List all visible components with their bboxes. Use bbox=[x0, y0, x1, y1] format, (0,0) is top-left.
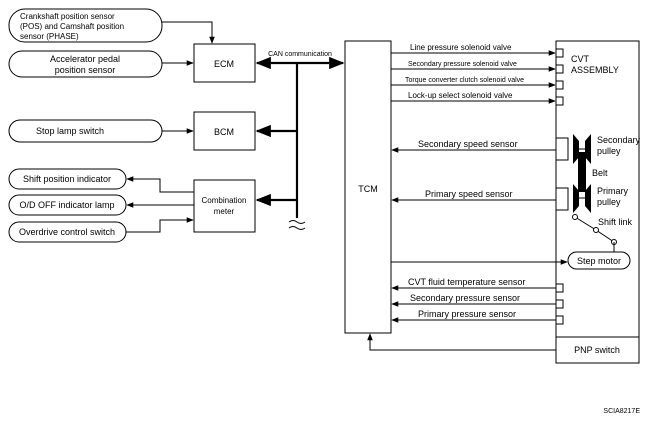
combination-meter-label-1: Combination bbox=[202, 196, 247, 205]
ecm-box bbox=[193, 43, 256, 83]
primary-pulley-icon bbox=[573, 184, 591, 213]
primary-pulley-label-1: Primary bbox=[597, 186, 628, 196]
sensor-connector bbox=[555, 283, 564, 293]
solenoid-connector bbox=[555, 64, 564, 74]
belt-icon bbox=[578, 152, 586, 192]
shift-position-indicator-box bbox=[8, 168, 127, 190]
can-communication-label: CAN communication bbox=[268, 51, 332, 58]
combination-meter-label-2: meter bbox=[214, 207, 235, 216]
primary-speed-sensor bbox=[555, 187, 569, 211]
secondary-speed-sensor-label: Secondary speed sensor bbox=[418, 139, 518, 149]
solenoid-connector bbox=[555, 80, 564, 90]
accel-pedal-sensor-label-1: Accelerator pedal bbox=[50, 54, 120, 64]
secondary-pulley-label-2: pulley bbox=[597, 146, 621, 156]
primary-pulley-label-2: pulley bbox=[597, 197, 621, 207]
solenoid-connector bbox=[555, 96, 564, 106]
secondary-speed-sensor bbox=[555, 137, 569, 161]
cvt-assembly-label-1: CVT bbox=[571, 54, 590, 64]
crank-cam-sensor-box bbox=[8, 8, 163, 43]
step-motor-box bbox=[567, 251, 631, 270]
shift-link-icon bbox=[572, 214, 617, 252]
crank-cam-sensor-label-3: sensor (PHASE) bbox=[20, 32, 79, 41]
secondary-pressure-sensor-label: Secondary pressure sensor bbox=[410, 293, 520, 303]
secondary-pressure-solenoid-label: Secondary pressure solenoid valve bbox=[408, 61, 517, 68]
cvt-assembly-box bbox=[555, 40, 640, 364]
sensor-connector bbox=[555, 315, 564, 325]
bcm-box bbox=[193, 111, 256, 151]
secondary-pulley-label-1: Secondary bbox=[597, 135, 641, 145]
solenoid-connector bbox=[555, 48, 564, 58]
primary-speed-sensor-label: Primary speed sensor bbox=[425, 189, 513, 199]
bcm-label: BCM bbox=[214, 127, 234, 137]
tcm-label: TCM bbox=[358, 184, 378, 194]
combination-meter-box bbox=[193, 179, 256, 233]
crank-cam-sensor-label-1: Crankshaft position sensor bbox=[20, 12, 115, 21]
lockup-select-solenoid-label: Lock-up select solenoid valve bbox=[408, 91, 513, 100]
pnp-switch-label: PNP switch bbox=[574, 345, 620, 355]
accel-pedal-sensor-box bbox=[8, 50, 163, 78]
accel-pedal-sensor-label-2: position sensor bbox=[55, 65, 116, 75]
shift-position-indicator-label: Shift position indicator bbox=[23, 174, 111, 184]
secondary-pulley-icon bbox=[573, 134, 591, 164]
cvt-assembly-label-2: ASSEMBLY bbox=[571, 65, 619, 75]
pnp-switch-to-tcm-wire bbox=[367, 333, 556, 351]
belt-label: Belt bbox=[592, 168, 608, 178]
sensor-connector bbox=[555, 299, 564, 309]
overdrive-switch-to-meter-wire bbox=[126, 217, 194, 233]
meter-to-shift-indicator-wire bbox=[126, 176, 194, 193]
ecm-label: ECM bbox=[214, 59, 234, 69]
overdrive-control-switch-label: Overdrive control switch bbox=[19, 227, 115, 237]
step-motor-label: Step motor bbox=[577, 256, 621, 266]
figure-code: SCIA8217E bbox=[603, 408, 640, 415]
crank-cam-sensor-label-2: (POS) and Camshaft position bbox=[20, 22, 124, 31]
can-bus-termination bbox=[288, 220, 306, 230]
tcm-box bbox=[344, 40, 392, 334]
shift-link-label: Shift link bbox=[598, 217, 633, 227]
primary-pressure-sensor-label: Primary pressure sensor bbox=[418, 309, 516, 319]
line-pressure-solenoid-label: Line pressure solenoid valve bbox=[410, 43, 512, 52]
fluid-temp-sensor-label: CVT fluid temperature sensor bbox=[408, 277, 525, 287]
crank-to-ecm-wire bbox=[162, 21, 215, 44]
od-off-indicator-lamp-label: O/D OFF indicator lamp bbox=[19, 200, 114, 210]
stop-lamp-switch-label: Stop lamp switch bbox=[36, 126, 104, 136]
od-off-indicator-lamp-box bbox=[8, 194, 127, 216]
torque-converter-solenoid-label: Torque converter clutch solenoid valve bbox=[405, 77, 524, 84]
